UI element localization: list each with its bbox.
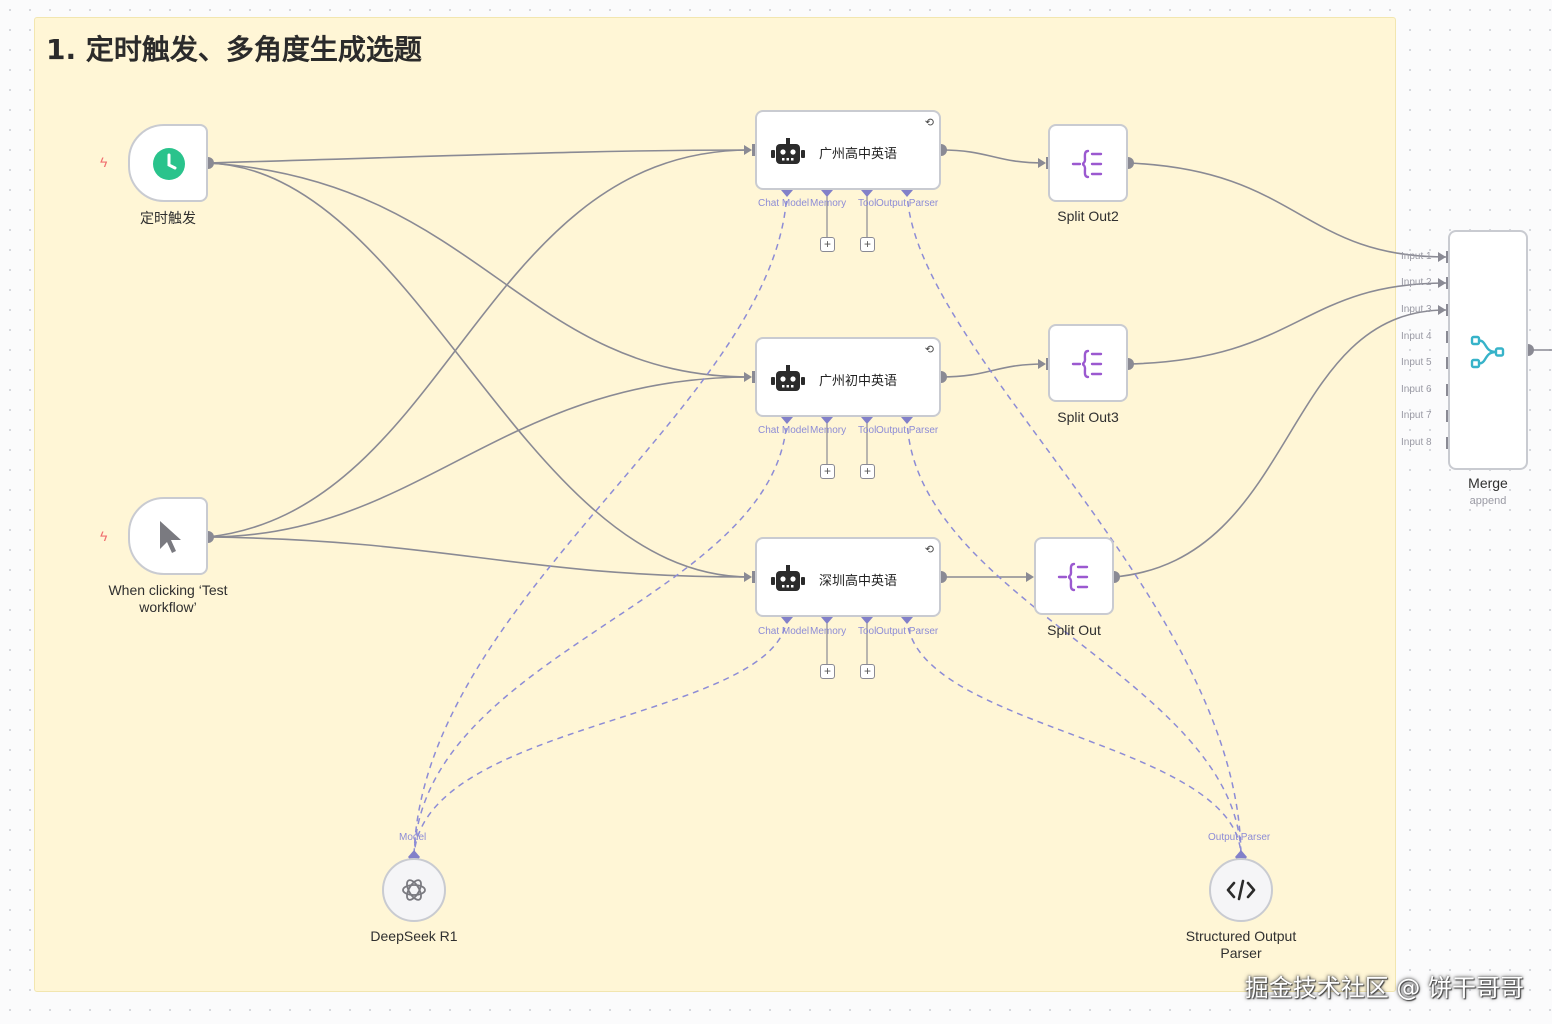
port-label-tool: Tool: [858, 198, 877, 209]
edge-agent2-to-split3: [940, 363, 1045, 378]
add-memory-button[interactable]: +: [820, 237, 835, 252]
parser-label-1: Structured Output: [1185, 928, 1297, 944]
sticky-note-title: 1. 定时触发、多角度生成选题: [46, 33, 422, 66]
structured-output-parser-node[interactable]: [1209, 858, 1273, 922]
merge-input-label: Input 1: [1401, 251, 1432, 262]
add-tool-button[interactable]: +: [860, 664, 875, 679]
trigger-bolt-icon: ϟ: [100, 154, 108, 170]
port-label-output-parser: Output Parser: [876, 425, 939, 436]
edge-schedule-to-agent3: [207, 162, 751, 578]
edge-split-to-merge: [1113, 309, 1447, 578]
edge-schedule-to-agent2: [207, 162, 751, 378]
robot-icon: [771, 365, 805, 391]
merge-mode-label: append: [1469, 495, 1507, 507]
edge-split2-to-merge: [1127, 162, 1447, 258]
manual-trigger-label-2: workflow’: [139, 599, 197, 615]
merge-node[interactable]: [1448, 230, 1528, 470]
port-label-tool: Tool: [858, 626, 877, 637]
merge-icon: [1470, 335, 1505, 369]
robot-icon: [771, 138, 805, 164]
edge-manual-to-agent3: [207, 536, 751, 578]
port-label-output-parser: Output Parser: [876, 626, 939, 637]
agent-title: 深圳高中英语: [819, 574, 898, 589]
split-out3-node[interactable]: [1048, 324, 1128, 402]
agent-node-guangzhou-junior[interactable]: ⟲ 广州初中英语: [755, 337, 941, 417]
port-label-model: Model: [399, 832, 427, 843]
port-label-memory: Memory: [810, 425, 847, 436]
merge-input-label: Input 3: [1401, 304, 1432, 315]
agent-node-shenzhen-senior[interactable]: ⟲ 深圳高中英语: [755, 537, 941, 617]
add-memory-button[interactable]: +: [820, 664, 835, 679]
agent-title: 广州高中英语: [819, 147, 898, 162]
merge-label: Merge: [1468, 475, 1508, 491]
edge-split3-to-merge: [1127, 282, 1447, 365]
split-out2-node[interactable]: [1048, 124, 1128, 202]
add-tool-button[interactable]: +: [860, 237, 875, 252]
port-label-tool: Tool: [858, 425, 877, 436]
schedule-trigger-node[interactable]: [128, 124, 208, 202]
sub-edge-model-agent3: [413, 616, 788, 858]
sub-edge-parser-agent1: [906, 189, 1242, 858]
split-out-label: Split Out: [1047, 622, 1101, 638]
merge-input-label: Input 2: [1401, 277, 1432, 288]
split-out-node[interactable]: [1034, 537, 1114, 615]
merge-input-label: Input 7: [1401, 410, 1432, 421]
split-out2-label: Split Out2: [1057, 208, 1119, 224]
port-label-output-parser: Output Parser: [876, 198, 939, 209]
sub-edge-parser-agent2: [906, 416, 1242, 858]
sub-edge-model-agent1: [413, 189, 788, 858]
split-out-icon: [1057, 562, 1089, 592]
sub-edge-model-agent2: [413, 416, 788, 858]
code-icon: [1226, 879, 1256, 901]
manual-trigger-node[interactable]: [128, 497, 208, 575]
agent-node-guangzhou-senior[interactable]: ⟲ 广州高中英语: [755, 110, 941, 190]
add-memory-button[interactable]: +: [820, 464, 835, 479]
sticky-note[interactable]: [34, 17, 1396, 992]
port-label-memory: Memory: [810, 198, 847, 209]
sub-edge-parser-agent3: [906, 616, 1242, 858]
cursor-icon: [160, 521, 181, 553]
deepseek-model-node[interactable]: [382, 858, 446, 922]
merge-input-label: Input 6: [1401, 384, 1432, 395]
edge-agent1-to-split2: [940, 149, 1045, 164]
retry-icon: ⟲: [924, 344, 934, 356]
port-label-output-parser: Output Parser: [1208, 832, 1271, 843]
merge-input-label: Input 5: [1401, 357, 1432, 368]
retry-icon: ⟲: [924, 544, 934, 556]
add-tool-button[interactable]: +: [860, 464, 875, 479]
edge-schedule-to-agent1: [207, 149, 751, 164]
port-label-chat-model: Chat Model: [758, 425, 810, 436]
merge-input-label: Input 4: [1401, 331, 1432, 342]
openai-icon: [402, 879, 426, 901]
agent-title: 广州初中英语: [819, 374, 898, 389]
manual-trigger-label-1: When clicking ‘Test: [108, 582, 228, 598]
retry-icon: ⟲: [924, 117, 934, 129]
split-out-icon: [1071, 149, 1103, 179]
robot-icon: [771, 565, 805, 591]
edge-manual-to-agent2: [207, 376, 751, 538]
port-label-chat-model: Chat Model: [758, 626, 810, 637]
merge-input-label: Input 8: [1401, 437, 1432, 448]
clock-icon: [153, 148, 185, 180]
parser-label-2: Parser: [1220, 945, 1262, 961]
split-out-icon: [1071, 349, 1103, 379]
edge-manual-to-agent1: [207, 149, 751, 538]
watermark: 掘金技术社区 @ 饼干哥哥: [1244, 974, 1524, 1002]
schedule-trigger-label: 定时触发: [140, 210, 196, 226]
deepseek-label: DeepSeek R1: [370, 928, 458, 944]
split-out3-label: Split Out3: [1057, 409, 1119, 425]
port-label-chat-model: Chat Model: [758, 198, 810, 209]
port-label-memory: Memory: [810, 626, 847, 637]
trigger-bolt-icon: ϟ: [100, 528, 108, 544]
